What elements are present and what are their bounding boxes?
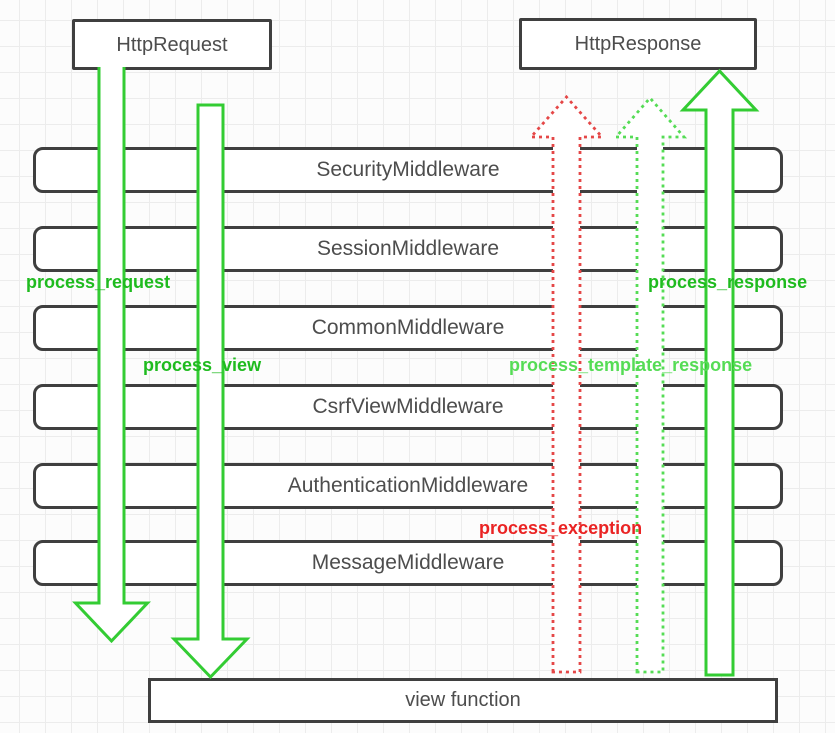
middleware-bar-common: CommonMiddleware	[33, 305, 783, 351]
process-view-label: process_view	[143, 355, 262, 375]
http-response-box: HttpResponse	[519, 18, 757, 70]
middleware-bar-session: SessionMiddleware	[33, 226, 783, 272]
middleware-bar-message: MessageMiddleware	[33, 540, 783, 586]
view-function-box: view function	[148, 678, 778, 723]
process-request-label: process_request	[26, 272, 171, 292]
process-template-response-label: process_template_response	[509, 355, 753, 375]
middleware-bar-security: SecurityMiddleware	[33, 147, 783, 193]
process-exception-label: process_exception	[479, 518, 643, 538]
http-request-box: HttpRequest	[72, 19, 272, 70]
middleware-bar-authentication: AuthenticationMiddleware	[33, 463, 783, 509]
process-response-label: process_response	[648, 272, 808, 292]
middleware-bar-csrfview: CsrfViewMiddleware	[33, 384, 783, 430]
